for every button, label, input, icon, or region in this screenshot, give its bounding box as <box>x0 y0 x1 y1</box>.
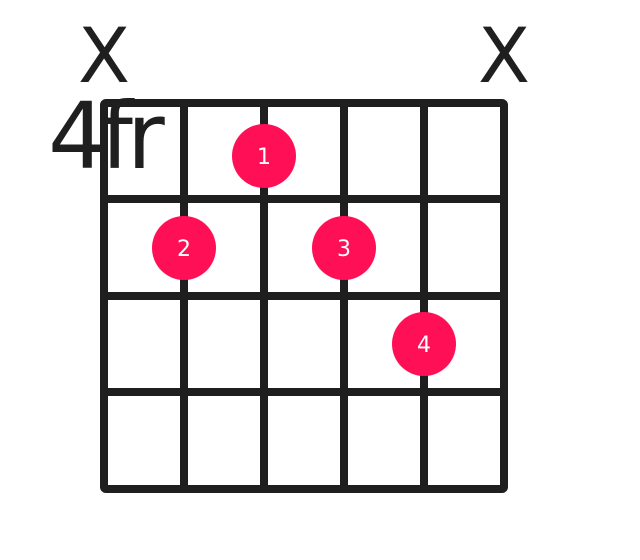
fret-position-label: 4fr <box>48 83 165 190</box>
finger-number: 4 <box>417 333 431 358</box>
finger-number: 1 <box>257 145 271 170</box>
muted-string-marker: X <box>78 11 130 100</box>
finger-dot: 1 <box>232 124 296 188</box>
finger-number: 3 <box>337 237 351 262</box>
finger-number: 2 <box>177 237 191 262</box>
fretboard-grid <box>100 99 508 493</box>
finger-dot: 4 <box>392 312 456 376</box>
finger-dot: 3 <box>312 216 376 280</box>
muted-string-marker: X <box>478 11 530 100</box>
finger-dot: 2 <box>152 216 216 280</box>
